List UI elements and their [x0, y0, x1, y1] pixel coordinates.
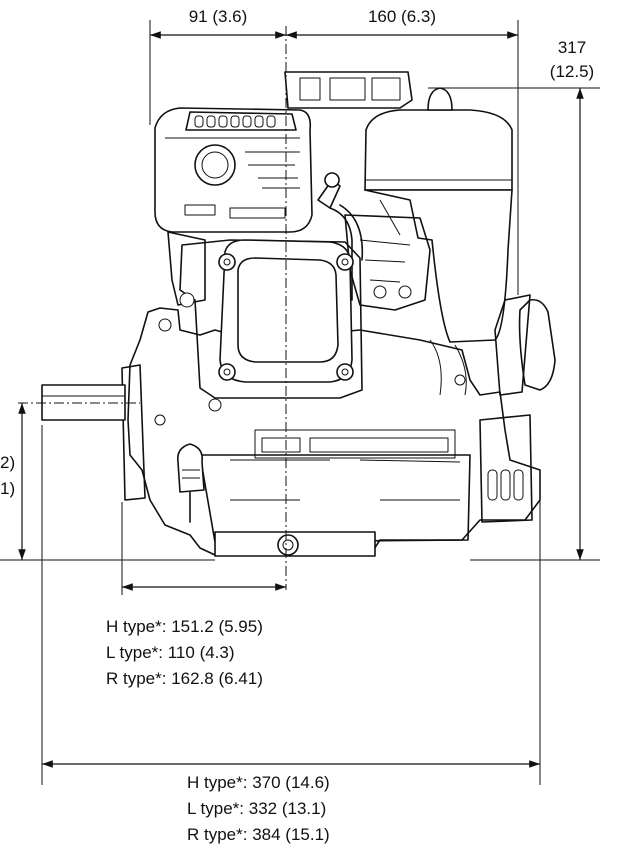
label-overall-width-r: R type*: 384 (15.1) [187, 825, 330, 844]
label-shaft-offset-l: L type*: 110 (4.3) [106, 643, 235, 662]
air-cleaner-nut [427, 87, 453, 111]
head-bolt-br [336, 363, 354, 381]
top-housing [284, 71, 413, 109]
starter-housing [494, 294, 531, 396]
label-shaft-offset-r: R type*: 162.8 (6.41) [106, 669, 263, 688]
head-bolt-tr [336, 253, 354, 271]
dimension-labels: 91 (3.6) 160 (6.3) 317 (12.5) 2) 1) H ty… [0, 7, 594, 844]
label-left-partial-1: 2) [0, 453, 15, 472]
crankshaft [41, 384, 126, 421]
fuel-tank-vents [194, 115, 276, 128]
label-top-right: 160 (6.3) [368, 7, 436, 26]
fuel-cap [194, 144, 236, 186]
rocker-cover-inner [237, 257, 339, 363]
dimension-lines [18, 31, 584, 768]
engine-illustration [41, 71, 556, 557]
label-overall-width-h: H type*: 370 (14.6) [187, 773, 330, 792]
cooling-fins [479, 414, 533, 523]
air-cleaner [364, 109, 513, 191]
oil-pan [199, 454, 471, 543]
label-overall-width-l: L type*: 332 (13.1) [187, 799, 326, 818]
head-bolt-bl [218, 363, 236, 381]
air-cleaner-lower [364, 189, 513, 343]
recoil-starter [518, 298, 556, 391]
extension-lines [0, 20, 600, 785]
label-top-left: 91 (3.6) [189, 7, 248, 26]
oil-filler-cap [176, 443, 205, 493]
label-height-inch: (12.5) [550, 62, 594, 81]
label-left-partial-2: 1) [0, 479, 15, 498]
drain-plug [277, 534, 299, 556]
head-bolt-tl [218, 253, 236, 271]
label-shaft-offset-h: H type*: 151.2 (5.95) [106, 617, 263, 636]
label-height-value: 317 [558, 38, 586, 57]
center-lines [18, 26, 287, 590]
left-flange [121, 364, 146, 501]
